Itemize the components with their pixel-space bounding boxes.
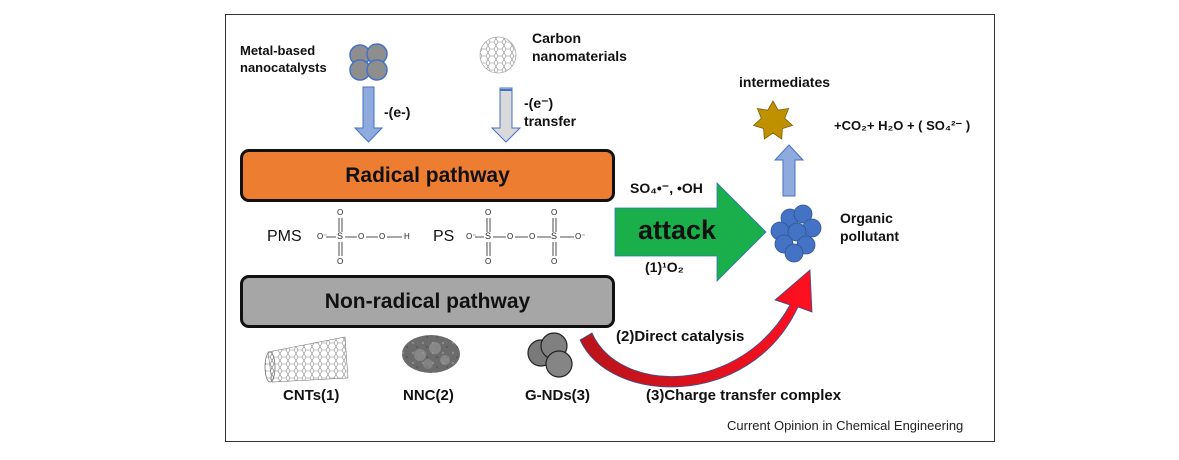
ps-atom-o-bottom-right: O bbox=[551, 257, 558, 266]
attack-label: attack bbox=[638, 215, 717, 245]
radical-pathway-label: Radical pathway bbox=[345, 163, 510, 187]
cnt-icon bbox=[264, 336, 349, 383]
ps-atom-o-bottom-left: O bbox=[485, 257, 492, 266]
singlet-oxygen-label: (1)¹O₂ bbox=[645, 259, 684, 275]
radical-species-label: SO₄•⁻, •OH bbox=[630, 180, 703, 196]
carbon-arrow-label-line1: -(e⁻) bbox=[524, 95, 554, 111]
direct-catalysis-label: (2)Direct catalysis bbox=[616, 328, 745, 345]
attack-arrow bbox=[614, 182, 767, 282]
carbon-nanomaterial-icon bbox=[479, 36, 517, 74]
ps-label: PS bbox=[433, 228, 455, 245]
pms-label: PMS bbox=[267, 228, 302, 245]
degradation-arrow bbox=[773, 144, 805, 197]
ps-atom-o-minus-right: O⁻ bbox=[575, 232, 586, 241]
pms-atom-o2: O bbox=[379, 232, 386, 241]
carbon-arrow-label-line2: transfer bbox=[524, 113, 577, 129]
carbon-label-line1: Carbon bbox=[532, 30, 581, 46]
metal-nanocatalysts-label: Metal-based nanocatalysts bbox=[240, 42, 327, 76]
ps-atom-o-top-right: O bbox=[551, 208, 558, 217]
organic-pollutant-label: Organic pollutant bbox=[840, 209, 899, 245]
ps-atom-o1: O bbox=[507, 232, 514, 241]
source-caption: Current Opinion in Chemical Engineering bbox=[727, 418, 964, 433]
gnds-label: G-NDs(3) bbox=[525, 387, 591, 404]
carbon-label-line2: nanomaterials bbox=[532, 48, 627, 64]
pms-structure bbox=[326, 218, 402, 256]
electron-transfer-arrow-metal bbox=[353, 86, 384, 143]
pollutant-label-line1: Organic bbox=[840, 210, 893, 226]
nnc-icon bbox=[402, 335, 460, 373]
cnts-label: CNTs(1) bbox=[283, 387, 340, 404]
ps-atom-o2: O bbox=[529, 232, 536, 241]
metal-label-line1: Metal-based bbox=[240, 43, 316, 58]
carbon-nanomaterials-label: Carbon nanomaterials bbox=[532, 29, 627, 65]
pms-atom-o1: O bbox=[358, 232, 365, 241]
charge-transfer-label: (3)Charge transfer complex bbox=[646, 387, 842, 404]
electron-transfer-arrow-carbon bbox=[490, 87, 522, 143]
nnc-label: NNC(2) bbox=[403, 387, 454, 404]
non-radical-pathway-box: Non-radical pathway bbox=[240, 275, 615, 328]
pollutant-label-line2: pollutant bbox=[840, 228, 900, 244]
nonradical-curved-arrow bbox=[579, 269, 813, 388]
ps-atom-o-top-left: O bbox=[485, 208, 492, 217]
non-radical-pathway-label: Non-radical pathway bbox=[324, 289, 531, 313]
pms-atom-h: H bbox=[404, 232, 410, 241]
ps-atom-s-right: S bbox=[551, 231, 558, 241]
metal-arrow-label: -(e-) bbox=[384, 104, 411, 120]
final-products-label: +CO₂+ H₂O + ( SO₄²⁻ ) bbox=[834, 118, 971, 133]
ps-structure bbox=[475, 218, 574, 256]
metal-label-line2: nanocatalysts bbox=[240, 60, 327, 75]
intermediates-icon bbox=[752, 100, 794, 140]
pms-atom-s: S bbox=[337, 231, 344, 241]
carbon-arrow-label: -(e⁻) transfer bbox=[524, 94, 576, 130]
ps-atom-o-minus-left: O⁻ bbox=[466, 232, 477, 241]
intermediates-label: intermediates bbox=[739, 74, 831, 90]
pms-atom-o-minus: O⁻ bbox=[317, 232, 328, 241]
metal-nanocatalyst-icon bbox=[349, 43, 388, 81]
gnd-icon bbox=[527, 332, 573, 378]
pms-atom-o-top: O bbox=[337, 208, 344, 217]
ps-atom-s-left: S bbox=[485, 231, 492, 241]
pms-atom-o-bottom: O bbox=[337, 257, 344, 266]
radical-pathway-box: Radical pathway bbox=[240, 149, 615, 202]
organic-pollutant-icon bbox=[770, 204, 822, 263]
